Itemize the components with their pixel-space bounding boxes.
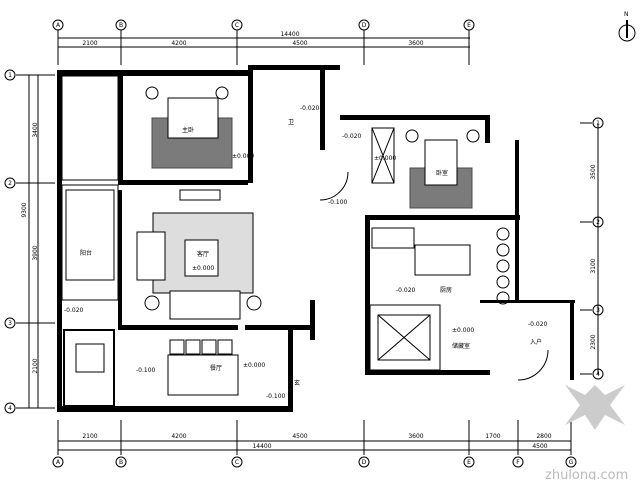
dimension-total: 14400 [252,443,271,450]
dimension: 2100 [32,358,39,373]
room-level: ±0.000 [452,327,474,334]
axis-label: D [362,22,367,29]
room-level: ±0.000 [232,153,254,160]
dimension: 2100 [82,40,97,47]
left-dimension [4,69,55,414]
dining-furniture [63,329,239,407]
dimension: 3100 [590,258,597,273]
room-level: -0.100 [136,367,156,374]
axis-label: G [569,459,574,466]
room-level: -0.020 [528,321,548,328]
axis-label: 1 [596,120,600,127]
axis-label: D [362,459,367,466]
axis-label: B [119,22,123,29]
room-name: 厨房 [440,286,452,294]
axis-label: 4 [596,371,600,378]
room-level: ±0.000 [243,362,265,369]
dimension: 4500 [292,40,307,47]
dimension: 4500 [532,443,547,450]
second-bedroom-furniture [405,129,480,209]
walls [57,65,575,412]
room-name: 卧室 [436,169,448,177]
watermark-text: zhulong.com [545,468,628,480]
axis-label: 4 [8,405,12,412]
dimension: 2100 [82,433,97,440]
room-name: 玄 [294,379,300,387]
top-dimension [52,19,475,65]
axis-label: A [56,22,61,29]
room-name: 客厅 [197,250,209,258]
living-room-furniture [136,212,262,320]
room-level: -0.100 [328,199,348,206]
axis-label: B [119,459,123,466]
dimension: 3900 [32,245,39,260]
room-level: -0.020 [64,307,84,314]
axis-label: 1 [8,72,12,79]
axis-label: E [467,459,471,466]
bottom-dimension [52,420,577,468]
axis-label: 2 [596,219,600,226]
dimension: 4200 [171,433,186,440]
dimension: 3400 [32,122,39,137]
axis-label: E [467,22,471,29]
dimension: 3600 [408,40,423,47]
axis-label: 2 [8,180,12,187]
dimension-total: 9300 [21,202,28,217]
watermark-logo-icon [565,385,625,430]
axis-label: F [516,459,520,466]
room-name: 卫 [288,119,294,126]
axis-label: 3 [8,320,12,327]
room-name: 主卧 [182,126,194,134]
room-level: -0.020 [342,133,362,140]
north-label: N [624,11,629,18]
axis-label: C [235,459,239,466]
dimension: 1700 [485,433,500,440]
room-name: 阳台 [80,249,92,257]
axis-label: A [56,459,61,466]
right-dimension [580,117,604,380]
dimension: 3500 [590,164,597,179]
room-name: 入户 [530,338,542,346]
dimension: 2300 [590,334,597,349]
master-bedroom-furniture [145,86,233,201]
dimension: 3600 [408,433,423,440]
room-level: ±0.000 [192,265,214,272]
axis-label: 3 [596,307,600,314]
room-level: -0.100 [266,393,286,400]
axis-label: C [235,22,239,29]
room-level: ±0.000 [374,155,396,162]
room-name: 餐厅 [210,364,222,372]
dimension: 4500 [292,433,307,440]
room-level: -0.020 [396,287,416,294]
room-name: 储藏室 [452,342,470,350]
room-level: -0.020 [300,105,320,112]
dimension: 2800 [536,433,551,440]
north-arrow-icon [618,20,636,42]
dimension-total: 14400 [280,31,299,38]
kitchen-fixtures [496,227,510,305]
interior-lines [61,75,549,381]
dimension: 4200 [171,40,186,47]
